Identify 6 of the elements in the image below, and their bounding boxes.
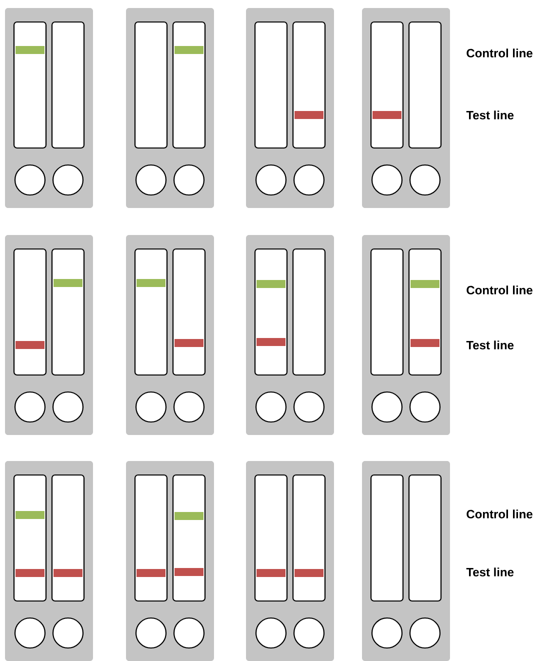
line-label: Control line [466, 510, 532, 518]
line-label: Control line [466, 286, 532, 294]
line-label: Test line [466, 340, 514, 350]
line-label: Test line [466, 568, 514, 576]
line-label: Test line [466, 110, 514, 120]
line-label: Control line [466, 48, 532, 58]
